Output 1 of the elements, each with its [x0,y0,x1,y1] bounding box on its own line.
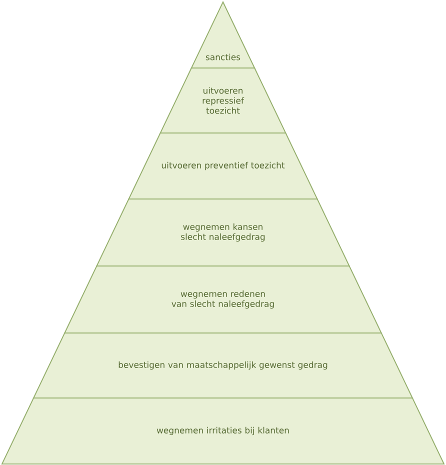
pyramid-layer: uitvoeren repressief toezicht [160,68,286,134]
